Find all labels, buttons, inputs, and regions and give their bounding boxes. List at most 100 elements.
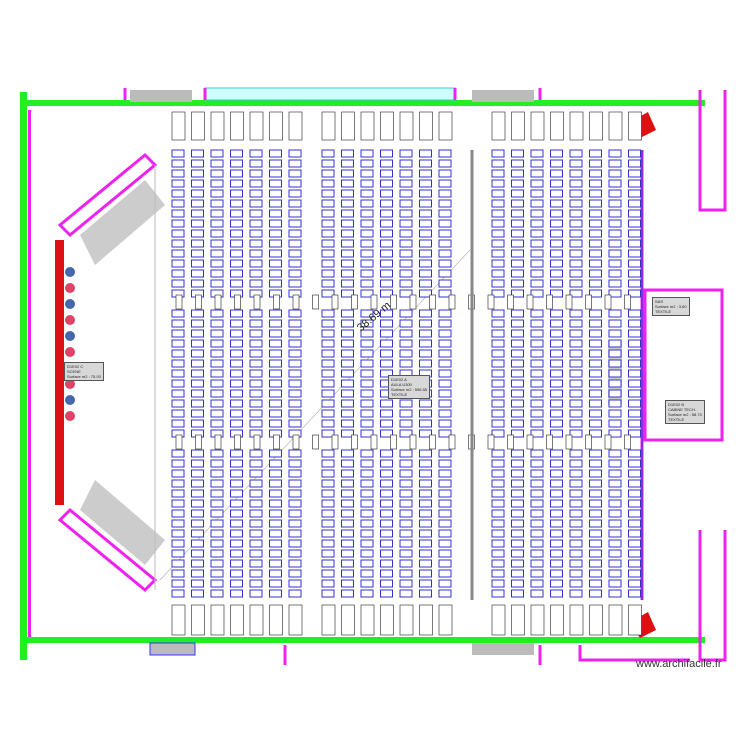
seat: [608, 579, 622, 588]
room-line: TEXTILE: [668, 417, 685, 422]
seat: [321, 529, 335, 538]
seat: [288, 259, 302, 268]
seat: [550, 419, 563, 428]
seat: [341, 579, 354, 588]
seat: [269, 349, 282, 358]
seat: [269, 189, 282, 198]
seat: [191, 559, 204, 568]
seat: [419, 149, 432, 158]
seat: [191, 279, 204, 288]
seat: [288, 569, 302, 578]
seat: [341, 559, 354, 568]
seat: [569, 369, 583, 378]
seat: [360, 459, 374, 468]
seat: [530, 179, 544, 188]
seat: [321, 349, 335, 358]
seat: [550, 429, 563, 438]
seat: [569, 289, 583, 298]
seat: [230, 529, 243, 538]
seat: [249, 449, 263, 458]
seat-box: [438, 604, 453, 636]
aisle-step: [234, 434, 241, 450]
seat: [569, 579, 583, 588]
seat-box: [269, 111, 283, 141]
seat: [589, 519, 602, 528]
seat-box: [628, 604, 642, 636]
seat: [419, 329, 432, 338]
seat: [249, 259, 263, 268]
seat-box: [419, 111, 433, 141]
seat: [269, 149, 282, 158]
seat: [589, 379, 602, 388]
seat: [569, 569, 583, 578]
seat: [491, 579, 505, 588]
seat: [628, 369, 641, 378]
seat: [438, 219, 452, 228]
platform-bottom: [80, 480, 165, 565]
seat: [171, 349, 185, 358]
stage-light: [65, 395, 75, 405]
seat: [399, 569, 413, 578]
seat: [438, 489, 452, 498]
seat: [419, 589, 432, 598]
seat: [438, 359, 452, 368]
seat: [341, 279, 354, 288]
seat: [380, 509, 393, 518]
seat: [608, 179, 622, 188]
seat: [399, 269, 413, 278]
seat: [210, 519, 224, 528]
seat: [628, 449, 641, 458]
seat: [491, 449, 505, 458]
seat: [628, 589, 641, 598]
seat: [491, 169, 505, 178]
seat: [230, 399, 243, 408]
seat: [380, 569, 393, 578]
seat: [530, 389, 544, 398]
seat: [230, 489, 243, 498]
seat: [608, 159, 622, 168]
seat: [419, 579, 432, 588]
seat: [191, 479, 204, 488]
seat: [191, 389, 204, 398]
seat: [249, 369, 263, 378]
seat: [419, 509, 432, 518]
seat: [628, 169, 641, 178]
seat: [380, 479, 393, 488]
seat: [438, 319, 452, 328]
seat: [569, 149, 583, 158]
seat: [399, 229, 413, 238]
seat: [249, 149, 263, 158]
seat: [269, 449, 282, 458]
seat: [341, 539, 354, 548]
seat: [230, 329, 243, 338]
seat: [380, 349, 393, 358]
seat: [628, 229, 641, 238]
seat: [569, 549, 583, 558]
partition-bottom: [283, 645, 690, 665]
seat: [360, 479, 374, 488]
seat: [569, 329, 583, 338]
seat: [438, 389, 452, 398]
seat: [191, 499, 204, 508]
seat: [419, 419, 432, 428]
seat: [491, 499, 505, 508]
seat: [321, 209, 335, 218]
aisle-step: [331, 294, 339, 310]
seat: [550, 519, 563, 528]
seat: [491, 409, 505, 418]
seat: [491, 399, 505, 408]
seat: [321, 539, 335, 548]
aisle-step: [273, 294, 280, 310]
seat: [210, 579, 224, 588]
seat: [210, 409, 224, 418]
seat: [608, 369, 622, 378]
seat: [191, 159, 204, 168]
seat: [249, 589, 263, 598]
seat: [628, 399, 641, 408]
seat: [288, 189, 302, 198]
seat: [511, 279, 524, 288]
seat: [341, 359, 354, 368]
seat: [288, 369, 302, 378]
